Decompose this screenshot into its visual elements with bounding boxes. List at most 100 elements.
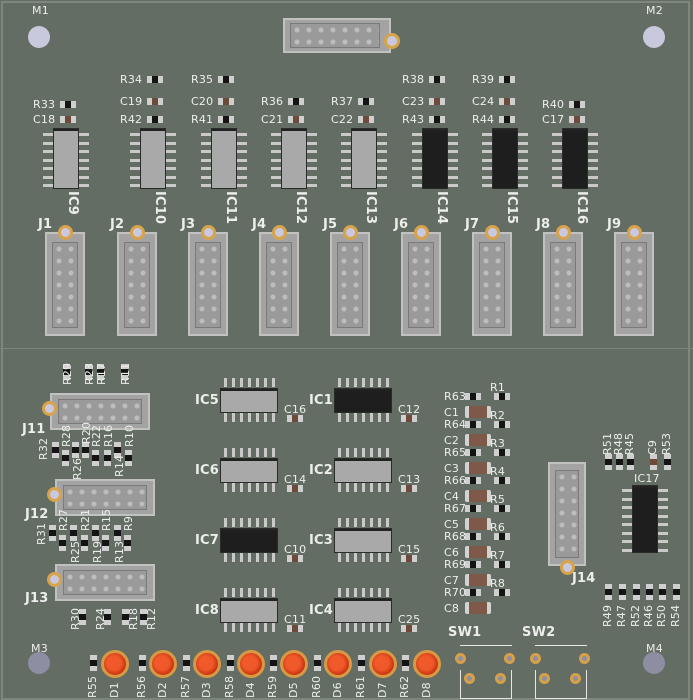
switch-outline [535,670,587,699]
ic-pin [412,150,422,153]
ic-pin [622,531,632,535]
ic-pin [378,623,381,632]
silkscreen-label: R31 [35,522,48,545]
ic-pin [482,158,492,162]
ic-pin [232,448,235,457]
resistor [61,450,69,466]
silkscreen-label: R40 [542,98,565,111]
ic-pin [354,483,357,492]
ic-pin [588,133,598,136]
ic-pin [224,483,227,492]
ic-pin [386,623,389,632]
silkscreen-label: C15 [398,543,421,556]
ic-body [422,128,448,189]
ic-pin [338,553,341,562]
ic-pin [622,514,632,518]
ic-pin [448,175,458,179]
ic-pin [346,588,349,597]
ic-pin [43,133,53,136]
ic-pin [248,378,251,387]
ic-pin [240,623,243,632]
ic-pin [224,448,227,457]
ic-pin [224,378,227,387]
resistor [494,448,510,456]
ic-pin [130,133,140,136]
mounting-hole [28,652,50,674]
ic-pin [201,150,211,153]
resistor [618,584,626,600]
ic-pin [224,623,227,632]
ic-pin [482,133,492,136]
resistor [604,584,612,600]
ic-pin [271,133,281,136]
connector-pins [266,242,292,328]
ic-pin [43,184,53,187]
resistor [269,655,277,671]
ic-pin [482,184,492,187]
switch-pad [455,653,466,664]
ic-pin [256,588,259,597]
silkscreen-label: R27 [57,508,70,531]
silkscreen-label: R43 [402,113,425,126]
ic-body [53,128,79,189]
ic-pin [448,158,458,162]
ic-body [334,458,392,483]
ic-pin [232,553,235,562]
silkscreen-label: C10 [284,543,307,556]
ic-pin [224,588,227,597]
ic-pin [386,413,389,422]
silkscreen-label: R60 [310,675,323,698]
resistor [494,476,510,484]
silkscreen-label: J4 [252,217,267,232]
ic-body [334,388,392,413]
connector-pins [337,242,363,328]
silkscreen-label: R23 [83,362,96,385]
switch-pad [570,673,581,684]
ic-pin [658,548,668,552]
silkscreen-label: R10 [123,424,136,447]
silkscreen-label: C16 [284,403,307,416]
ic-pin [378,483,381,492]
ic-body [220,528,278,553]
ic-pin [622,523,632,526]
silkscreen-label: IC8 [195,603,220,618]
resistor [465,448,481,456]
ic-pin [362,518,365,527]
ic-pin [130,150,140,153]
ic-body [562,128,588,189]
ic-pin [362,483,365,492]
switch-outline [535,645,587,646]
ic-pin [552,175,562,179]
switch-pad [504,653,515,664]
silkscreen-label: IC12 [293,191,308,225]
switch-pad [539,673,550,684]
pin1-pad [58,225,73,240]
connector-pins [195,242,221,328]
silkscreen-label: J11 [22,422,46,437]
ic-pin [378,378,381,387]
ic-pin [272,588,275,597]
ic-body [140,128,166,189]
resistor [494,532,510,540]
connector-pins [479,242,505,328]
silkscreen-label: R65 [444,446,467,459]
capacitor [465,406,491,418]
ic-body [220,388,278,413]
ic-pin [658,506,668,509]
resistor [313,655,321,671]
ic-pin [346,553,349,562]
ic-pin [248,623,251,632]
silkscreen-label: R7 [490,549,506,562]
silkscreen-label: IC2 [309,463,334,478]
ic-pin [588,158,598,162]
silkscreen-label: R35 [191,73,214,86]
silkscreen-label: C11 [284,613,307,626]
capacitor [465,490,491,502]
ic-pin [338,378,341,387]
resistor [357,655,365,671]
resistor [465,588,481,596]
silkscreen-label: SW2 [522,625,556,640]
capacitor [218,97,234,105]
ic-pin [518,158,528,162]
ic-pin [346,623,349,632]
